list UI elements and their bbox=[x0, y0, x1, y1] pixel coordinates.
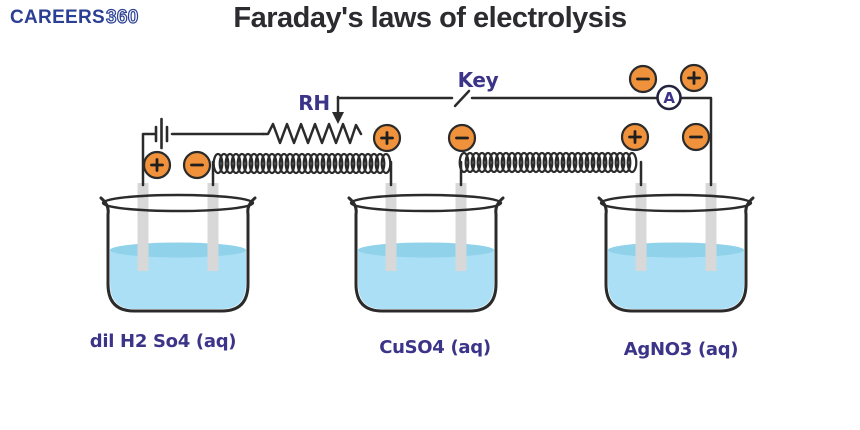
polarity-badge-minus-icon bbox=[182, 150, 212, 180]
coil-loop bbox=[512, 151, 524, 174]
coil-loop bbox=[476, 151, 488, 174]
coil-loop bbox=[230, 152, 242, 175]
coil-loop bbox=[548, 151, 560, 174]
coil-loop bbox=[464, 151, 476, 174]
coil-loop bbox=[584, 151, 596, 174]
coil-loop bbox=[518, 151, 530, 174]
coil-loop bbox=[500, 151, 512, 174]
wire-ammeter-to-electrode3b bbox=[679, 96, 713, 187]
battery-icon bbox=[154, 117, 169, 150]
careers360-logo: CAREERS360 bbox=[10, 6, 139, 29]
polarity-badge-plus-icon bbox=[372, 123, 402, 153]
coil-loop bbox=[254, 152, 266, 175]
coil-loop bbox=[332, 152, 344, 175]
coil-loop bbox=[368, 152, 380, 175]
polarity-badge-plus-icon bbox=[142, 150, 172, 180]
coil-loop bbox=[326, 152, 338, 175]
polarity-badge-minus-icon bbox=[447, 123, 477, 153]
rheostat-slider-arrow-icon bbox=[332, 95, 344, 124]
coil-loop bbox=[302, 152, 314, 175]
polarity-badge-minus-icon bbox=[628, 64, 658, 94]
coil-loop bbox=[530, 151, 542, 174]
page-title: Faraday's laws of electrolysis bbox=[233, 2, 627, 34]
coil-loop bbox=[356, 152, 368, 175]
beaker-cuso4 bbox=[347, 181, 505, 313]
coil-loop bbox=[560, 151, 572, 174]
coil-loop bbox=[620, 151, 632, 174]
coil-loop bbox=[590, 151, 602, 174]
coil-loop bbox=[314, 152, 326, 175]
coil-loop bbox=[218, 152, 230, 175]
coil-loop bbox=[296, 152, 308, 175]
coil-loop bbox=[380, 152, 392, 175]
beaker-label-h2so4: dil H2 So4 (aq) bbox=[90, 331, 236, 352]
ammeter-label: A bbox=[663, 89, 675, 107]
coil-loop bbox=[272, 152, 284, 175]
coil-loop bbox=[236, 152, 248, 175]
coil-loop bbox=[596, 151, 608, 174]
coil-loop bbox=[278, 152, 290, 175]
logo-brand-text: CAREERS bbox=[10, 7, 106, 28]
wire-battery-to-electrode1 bbox=[141, 132, 157, 187]
coil-loop bbox=[602, 151, 614, 174]
rheostat-label: RH bbox=[298, 91, 330, 115]
coil-loop bbox=[614, 151, 626, 174]
coil-loop bbox=[224, 152, 236, 175]
coil-loop bbox=[242, 152, 254, 175]
polarity-badges bbox=[142, 63, 711, 180]
coil-loop bbox=[284, 152, 296, 175]
coil-loop bbox=[488, 151, 500, 174]
beaker-agno3 bbox=[597, 181, 755, 313]
coil-loop bbox=[572, 151, 584, 174]
coil-loop bbox=[566, 151, 578, 174]
coil-loop bbox=[260, 152, 272, 175]
polarity-badge-plus-icon bbox=[679, 63, 709, 93]
coil-loop bbox=[344, 152, 356, 175]
coil-loop bbox=[248, 152, 260, 175]
coil-loop bbox=[212, 152, 224, 175]
coil-loop bbox=[542, 151, 554, 174]
coil-loop bbox=[374, 152, 386, 175]
ammeter-icon: A bbox=[656, 84, 682, 111]
coil-loop bbox=[524, 151, 536, 174]
key-switch-icon bbox=[453, 89, 471, 108]
coil-loop bbox=[470, 151, 482, 174]
beaker-label-cuso4: CuSO4 (aq) bbox=[379, 337, 491, 358]
coil-loop bbox=[536, 151, 548, 174]
coil-loop bbox=[338, 152, 350, 175]
coil-loop bbox=[458, 151, 470, 174]
coil-loop bbox=[308, 152, 320, 175]
coil-right-icon bbox=[458, 151, 638, 174]
coil-loop bbox=[362, 152, 374, 175]
coil-loop bbox=[290, 152, 302, 175]
coil-loop bbox=[320, 152, 332, 175]
coil-loop bbox=[350, 152, 362, 175]
beaker-h2so4 bbox=[99, 181, 257, 313]
logo-suffix-text: 360 bbox=[105, 6, 139, 28]
coil-loop bbox=[494, 151, 506, 174]
coil-loop bbox=[608, 151, 620, 174]
coil-loop bbox=[554, 151, 566, 174]
coil-loop bbox=[578, 151, 590, 174]
key-label: Key bbox=[458, 68, 499, 92]
coil-loop bbox=[482, 151, 494, 174]
coil-loop bbox=[266, 152, 278, 175]
coil-left-icon bbox=[212, 152, 392, 175]
coil-loop bbox=[506, 151, 518, 174]
polarity-badge-plus-icon bbox=[620, 122, 650, 152]
coil-loop bbox=[626, 151, 638, 174]
rheostat-resistor-icon bbox=[261, 122, 363, 145]
beaker-label-agno3: AgNO3 (aq) bbox=[624, 339, 738, 360]
polarity-badge-minus-icon bbox=[681, 122, 711, 152]
